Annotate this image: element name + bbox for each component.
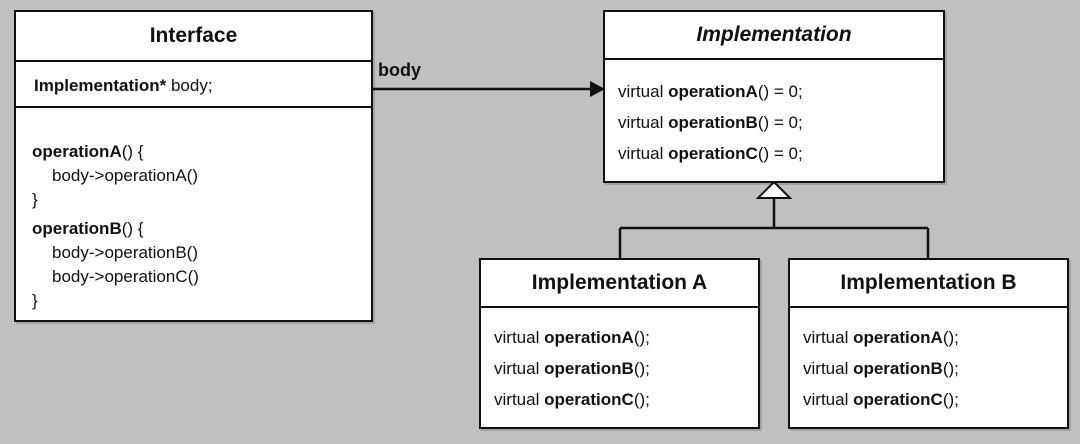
method-suffix: (); [633,328,650,347]
interface-field-section: Implementation* body; [16,62,371,108]
association-label: body [378,60,421,80]
method-prefix: virtual [803,328,854,347]
method-prefix: virtual [618,144,669,163]
method-suffix: () = 0; [757,144,803,163]
method-name: operationC [668,144,758,163]
method-block-b: operationB() { body->operationB() body->… [32,217,371,313]
method-open: () { [121,142,144,161]
method-name: operationB [853,359,943,378]
method-prefix: virtual [618,82,669,101]
method-body-line: body->operationC() [52,267,199,286]
method-prefix: virtual [494,359,545,378]
method-prefix: virtual [803,359,854,378]
implementation-class-box[interactable]: Implementation virtual operationA() = 0;… [603,10,945,183]
method-line: virtual operationA(); [494,322,758,353]
method-signature: operationA() { [32,140,371,164]
method-name: operationA [32,142,122,161]
implementation-b-methods-section: virtual operationA(); virtual operationB… [790,308,1067,415]
method-line: virtual operationC(); [803,384,1067,415]
method-prefix: virtual [618,113,669,132]
method-line: virtual operationB() = 0; [618,107,943,138]
method-name: operationB [668,113,758,132]
method-name: operationB [544,359,634,378]
interface-class-title: Interface [16,12,371,62]
method-suffix: (); [633,390,650,409]
method-suffix: () = 0; [757,82,803,101]
association-arrowhead [590,81,605,97]
method-prefix: virtual [803,390,854,409]
field-name: body; [166,76,213,95]
method-name: operationC [544,390,634,409]
method-body-line: body->operationB() [52,243,199,262]
method-line: virtual operationB(); [494,353,758,384]
implementation-a-class-box[interactable]: Implementation A virtual operationA(); v… [479,258,760,429]
method-close: } [32,291,38,310]
method-close: } [32,190,38,209]
implementation-a-methods-section: virtual operationA(); virtual operationB… [481,308,758,415]
method-name: operationA [853,328,943,347]
method-signature: operationB() { [32,217,371,241]
method-block-a: operationA() { body->operationA() } [32,140,371,212]
method-suffix: (); [942,359,959,378]
method-line: virtual operationC(); [494,384,758,415]
implementation-b-class-box[interactable]: Implementation B virtual operationA(); v… [788,258,1069,429]
method-name: operationC [853,390,943,409]
method-body-line: body->operationA() [52,166,199,185]
method-name: operationB [32,219,122,238]
method-open: () { [121,219,144,238]
method-prefix: virtual [494,390,545,409]
inheritance-triangle [755,180,793,199]
method-line: virtual operationA(); [803,322,1067,353]
interface-class-box[interactable]: Interface Implementation* body; operatio… [14,10,373,322]
implementation-a-class-title: Implementation A [481,260,758,308]
method-suffix: (); [942,390,959,409]
method-line: virtual operationB(); [803,353,1067,384]
method-suffix: () = 0; [757,113,803,132]
method-line: virtual operationC() = 0; [618,138,943,169]
interface-methods-section: operationA() { body->operationA() } oper… [16,108,371,313]
field-type: Implementation* [34,76,167,95]
method-suffix: (); [633,359,650,378]
method-prefix: virtual [494,328,545,347]
interface-field: Implementation* body; [34,74,371,98]
implementation-class-title: Implementation [605,12,943,60]
implementation-b-class-title: Implementation B [790,260,1067,308]
method-suffix: (); [942,328,959,347]
method-name: operationA [544,328,634,347]
method-name: operationA [668,82,758,101]
method-line: virtual operationA() = 0; [618,76,943,107]
implementation-methods-section: virtual operationA() = 0; virtual operat… [605,60,943,169]
